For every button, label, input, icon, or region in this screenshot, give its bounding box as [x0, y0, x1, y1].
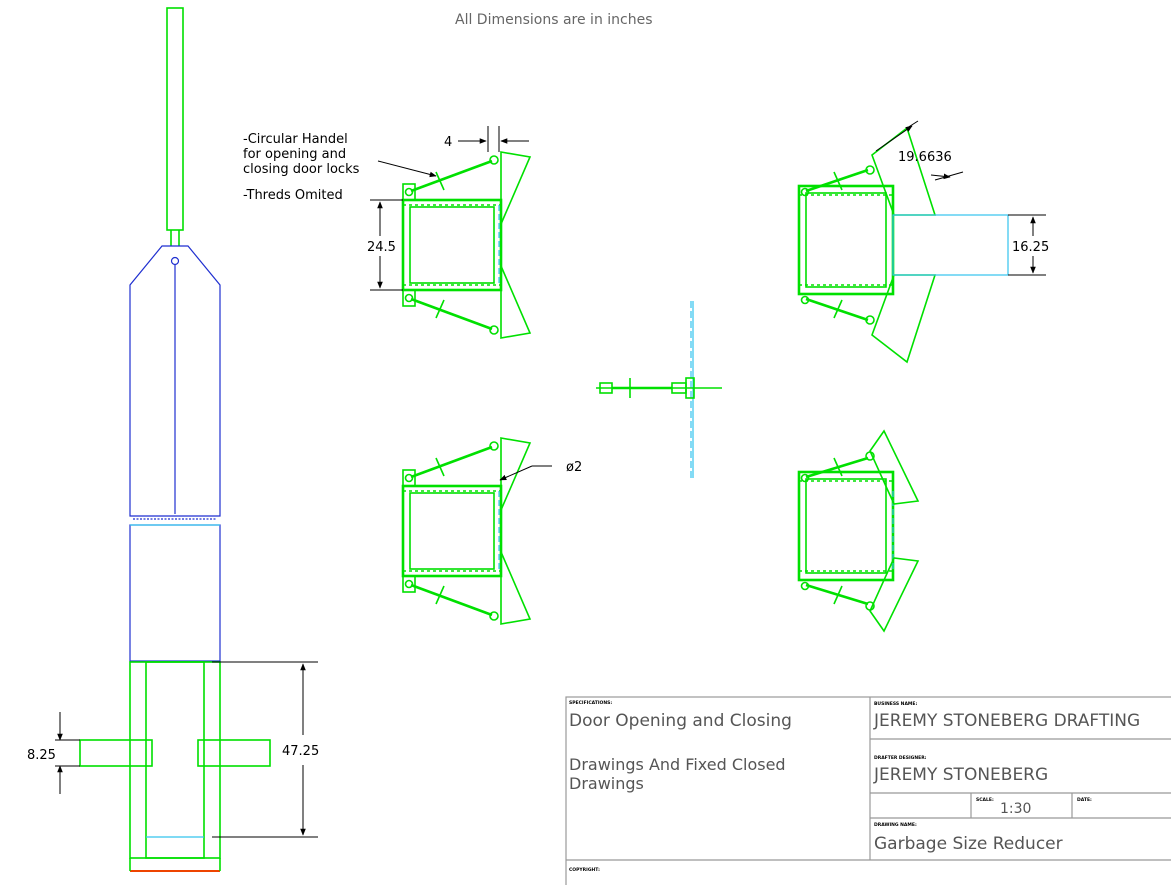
handle-note-line1: -Circular Handel [243, 132, 348, 147]
date-label: DATE: [1077, 797, 1092, 803]
units-note: All Dimensions are in inches [455, 12, 653, 28]
spec-line-1: Door Opening and Closing [569, 711, 792, 731]
dim-diameter-2: ø2 [566, 460, 582, 475]
door-assembly-top-left [401, 150, 532, 340]
door-assembly-top-right [797, 126, 1009, 364]
dimension-handle-offset: 4 [444, 126, 529, 152]
business-name: JEREMY STONEBERG DRAFTING [873, 711, 1140, 731]
drawing-name-label: DRAWING NAME: [874, 822, 917, 828]
pin-diameter-callout: ø2 [499, 460, 582, 481]
drawing-name: Garbage Size Reducer [874, 834, 1063, 854]
business-label: BUSINESS NAME: [874, 701, 917, 707]
threads-note: -Threds Omited [243, 188, 343, 203]
door-assembly-bottom-left [401, 436, 532, 626]
scale-label: SCALE: [976, 797, 994, 803]
dimension-opening: 16.25 [1008, 214, 1049, 276]
dimension-door-height: 24.5 [367, 199, 403, 291]
spec-line-3: Drawings [569, 774, 644, 793]
scale-value: 1:30 [1000, 801, 1031, 817]
handle-annotation: -Circular Handel for opening and closing… [243, 132, 437, 203]
side-view [79, 7, 271, 872]
spec-line-2: Drawings And Fixed Closed [569, 755, 786, 774]
handle-note-line2: for opening and [243, 147, 346, 162]
exploded-door-pin [596, 301, 722, 478]
dimension-lower-length: 47.25 [212, 661, 319, 838]
dimension-door-swing: 19.6636 [875, 120, 964, 181]
dim-16-25: 16.25 [1012, 240, 1049, 255]
dim-24-5: 24.5 [367, 240, 396, 255]
title-block: SPECIFICATIONS: Door Opening and Closing… [565, 696, 1171, 885]
door-assembly-bottom-right [797, 429, 920, 633]
dim-19-6636: 19.6636 [898, 150, 952, 165]
designer-name: JEREMY STONEBERG [873, 765, 1048, 785]
dim-8-25: 8.25 [27, 748, 56, 763]
designer-label: DRAFTER DESIGNER: [874, 755, 927, 761]
dim-4: 4 [444, 135, 452, 150]
dimension-flange-thickness: 8.25 [27, 712, 80, 794]
specifications-label: SPECIFICATIONS: [569, 700, 612, 706]
handle-note-line3: closing door locks [243, 162, 360, 177]
dim-47-25: 47.25 [282, 744, 319, 759]
copyright-label: COPYRIGHT: [569, 867, 600, 873]
